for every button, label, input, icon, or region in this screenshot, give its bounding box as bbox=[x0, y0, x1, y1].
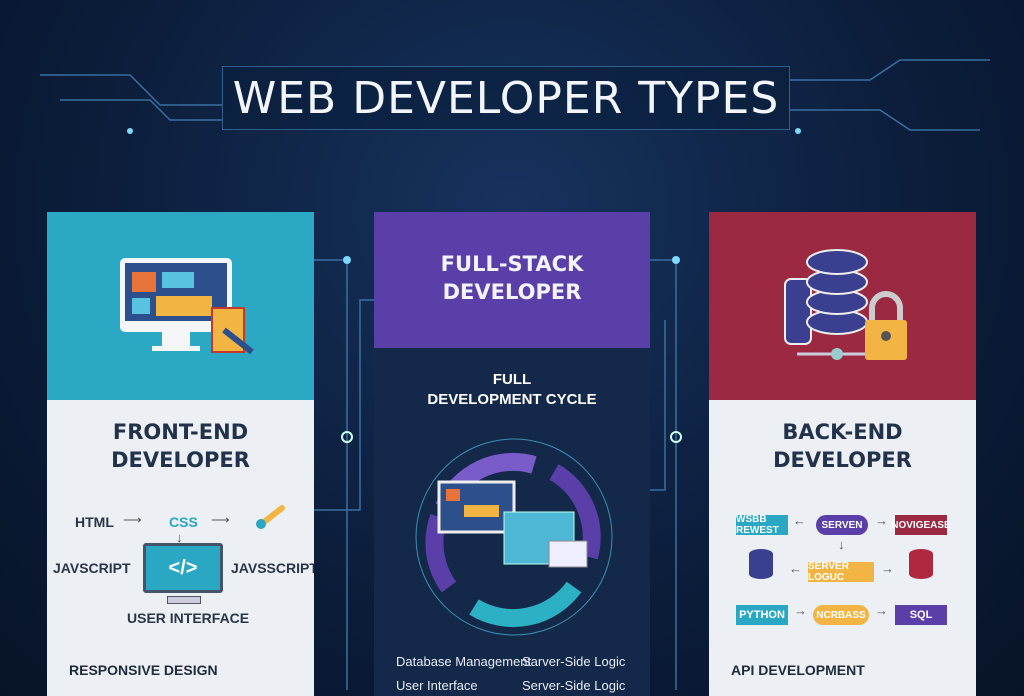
nosql-node: NCRBASS bbox=[813, 605, 869, 625]
frontend-panel: FRONT-END DEVELOPER HTML ⟶ CSS ⟶ ↓ JAVSC… bbox=[47, 212, 314, 696]
javascript-right-label: JAVSSCRIPT bbox=[231, 560, 314, 576]
responsive-design-heading: RESPONSIVE DESIGN bbox=[69, 662, 218, 678]
database-cylinders-icon bbox=[749, 549, 933, 579]
cycle-title: FULL DEVELOPMENT CYCLE bbox=[374, 370, 650, 410]
server-logic-node: SERVER LOGUC bbox=[808, 561, 874, 583]
page-title: WEB DEVELOPER TYPES bbox=[222, 66, 790, 130]
cycle-title-line: FULL bbox=[492, 371, 532, 388]
arrow-icon: ⟶ bbox=[211, 512, 230, 527]
arrow-icon: ↓ bbox=[838, 537, 845, 552]
css-label: CSS bbox=[169, 514, 198, 530]
html-label: HTML bbox=[75, 514, 114, 530]
web-request-node: WSBB REWEST bbox=[736, 514, 788, 536]
user-interface-label: USER INTERFACE bbox=[127, 610, 250, 626]
cycle-item: Sarver-Side Logic bbox=[522, 654, 626, 669]
heading-line: FRONT-END bbox=[112, 420, 249, 444]
heading-line: FULL-STACK bbox=[440, 252, 584, 276]
cycle-title-line: DEVELOPMENT CYCLE bbox=[427, 391, 597, 408]
arrow-icon: → bbox=[881, 561, 894, 576]
heading-line: BACK-END bbox=[782, 420, 903, 444]
cycle-item: Database Management bbox=[396, 654, 532, 669]
python-node: PYTHON bbox=[736, 605, 788, 625]
monitor-stand bbox=[167, 596, 201, 604]
monitor-design-icon bbox=[120, 258, 254, 355]
cycle-item: Server-Side Logic bbox=[522, 678, 626, 693]
database-node: NOVIGEASE bbox=[891, 515, 951, 535]
code-monitor-icon: </> bbox=[143, 543, 223, 593]
server-node: SERVEN bbox=[816, 515, 868, 535]
fullstack-panel: FULL-STACK DEVELOPER FULL DEVELOPMENT CY… bbox=[374, 212, 650, 696]
arrow-icon: → bbox=[875, 513, 888, 528]
arrow-down-icon: ↓ bbox=[176, 530, 183, 545]
backend-heading: BACK-END DEVELOPER bbox=[709, 418, 976, 474]
arrow-icon: → bbox=[794, 603, 807, 618]
heading-line: DEVELOPER bbox=[111, 448, 250, 472]
arrow-icon: ← bbox=[793, 513, 806, 528]
heading-line: DEVELOPER bbox=[442, 280, 582, 304]
api-development-heading: API DEVELOPMENT bbox=[731, 662, 865, 678]
arrow-icon: ← bbox=[789, 561, 802, 576]
cycle-item: User Interface bbox=[396, 678, 478, 693]
arrow-icon: ⟶ bbox=[123, 512, 142, 527]
paintbrush-icon bbox=[256, 505, 285, 529]
heading-line: DEVELOPER bbox=[773, 448, 912, 472]
development-cycle-icon bbox=[415, 438, 613, 636]
sql-node: SQL bbox=[895, 605, 947, 625]
backend-panel: BACK-END DEVELOPER WSBB REWEST SERVEN NO… bbox=[709, 212, 976, 696]
fullstack-heading: FULL-STACK DEVELOPER bbox=[374, 212, 650, 348]
javascript-left-label: JAVSCRIPT bbox=[53, 560, 131, 576]
frontend-heading: FRONT-END DEVELOPER bbox=[47, 418, 314, 474]
arrow-icon: → bbox=[875, 603, 888, 618]
database-lock-icon bbox=[784, 249, 907, 360]
